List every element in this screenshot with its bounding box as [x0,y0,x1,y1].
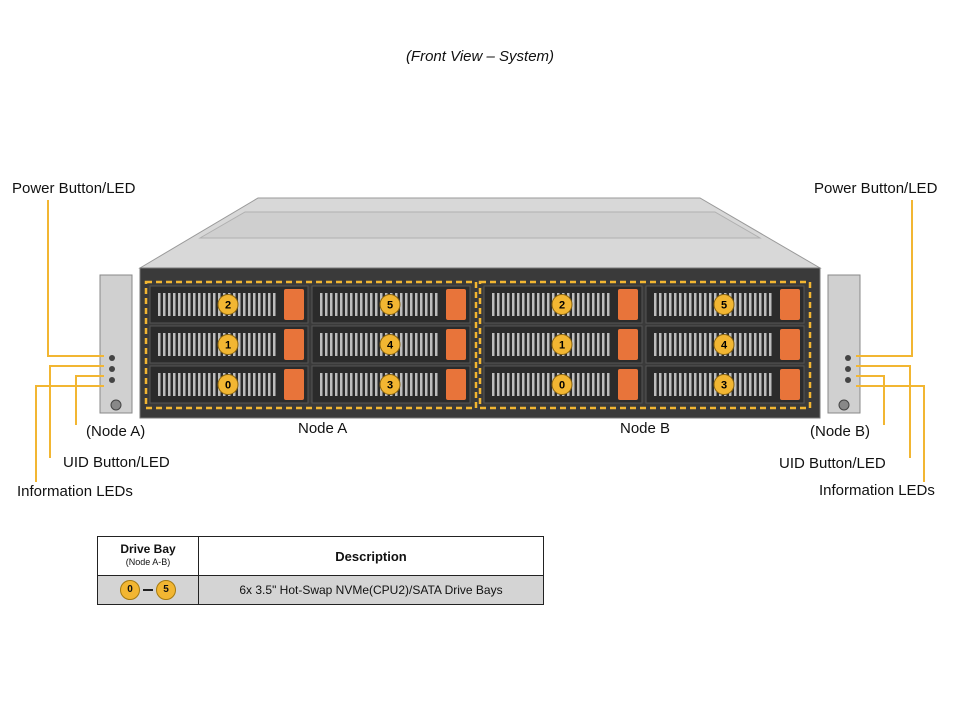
drive-tray[interactable]: 4 [645,325,805,364]
tray-handle [284,329,304,360]
bay-number-badge [551,294,573,315]
callout-line-info-right [856,385,925,482]
label-node-b-right: (Node B) [810,423,871,440]
bay-number-badge [379,374,401,395]
bay-number-badge [551,374,573,395]
figure-title: (Front View – System) [405,48,555,65]
bay-number: 3 [721,380,727,392]
legend-description: 6x 3.5" Hot-Swap NVMe(CPU2)/SATA Drive B… [198,575,544,605]
tray-handle [618,329,638,360]
node-b-outline [478,280,812,410]
label-node-a: Node A [298,420,348,437]
legend-col-drive-bay: Drive Bay (Node A-B) [97,536,199,576]
bay-number-badge [379,294,401,315]
callout-line-power-left [47,200,104,357]
label-node-b: Node B [620,420,671,437]
drive-tray[interactable]: 1 [149,325,309,364]
node-a-outline [144,280,478,410]
bay-number: 0 [225,380,231,392]
callout-line-info-left [35,385,104,482]
tray-handle [446,289,466,320]
drive-tray[interactable]: 1 [483,325,643,364]
bay-number-badge [713,374,735,395]
label-info-left: Information LEDs [17,483,133,500]
tray-handle [780,289,800,320]
bay-number-badge [217,334,239,355]
drive-tray[interactable]: 0 [149,365,309,404]
callout-line-power-right [856,200,913,357]
drive-tray[interactable]: 0 [483,365,643,404]
bay-number: 3 [387,380,393,392]
bay-number-badge [713,334,735,355]
drive-tray[interactable]: 2 [149,285,309,324]
right-rack-ear [827,274,861,414]
bay-number-badge [551,334,573,355]
legend-col1-header: Drive Bay [120,542,176,556]
label-power-right: Power Button/LED [814,180,938,197]
bay-badge-end: 5 [156,580,176,600]
label-uid-right: UID Button/LED [779,455,886,472]
label-power-left: Power Button/LED [12,180,136,197]
range-dash [143,589,153,591]
drive-trays: 2 5 1 4 0 3 2 5 1 4 0 3 [149,285,805,404]
legend-col-description: Description [198,536,544,576]
label-node-a-left: (Node A) [86,423,146,440]
bay-number-badge [379,334,401,355]
drive-tray[interactable]: 3 [311,365,471,404]
tray-handle [618,289,638,320]
tray-handle [618,369,638,400]
label-info-right: Information LEDs [819,482,935,499]
drive-tray[interactable]: 3 [645,365,805,404]
bay-number: 1 [225,340,231,352]
bay-number-badge [713,294,735,315]
bay-number-badge [217,374,239,395]
label-uid-left: UID Button/LED [63,454,170,471]
bay-number: 4 [387,340,394,352]
bay-number: 1 [559,340,565,352]
legend-col1-sub: (Node A-B) [125,557,171,567]
drive-tray[interactable]: 2 [483,285,643,324]
tray-handle [780,369,800,400]
left-rack-ear [99,274,133,414]
drive-tray[interactable]: 5 [311,285,471,324]
bay-number: 0 [559,380,565,392]
bay-number: 4 [721,340,728,352]
callout-line-node-a-left [75,375,104,425]
bay-badge-start: 0 [120,580,140,600]
drive-tray[interactable]: 5 [645,285,805,324]
drive-tray[interactable]: 4 [311,325,471,364]
tray-handle [446,329,466,360]
callout-line-node-b-right [856,375,885,425]
tray-handle [284,369,304,400]
tray-handle [780,329,800,360]
tray-handle [284,289,304,320]
callout-line-uid-right [856,365,911,458]
bay-number-badge [217,294,239,315]
tray-handle [446,369,466,400]
bay-number: 5 [387,300,393,312]
bay-number: 5 [721,300,727,312]
callout-line-uid-left [49,365,104,458]
bay-number: 2 [559,300,565,312]
bay-number: 2 [225,300,231,312]
